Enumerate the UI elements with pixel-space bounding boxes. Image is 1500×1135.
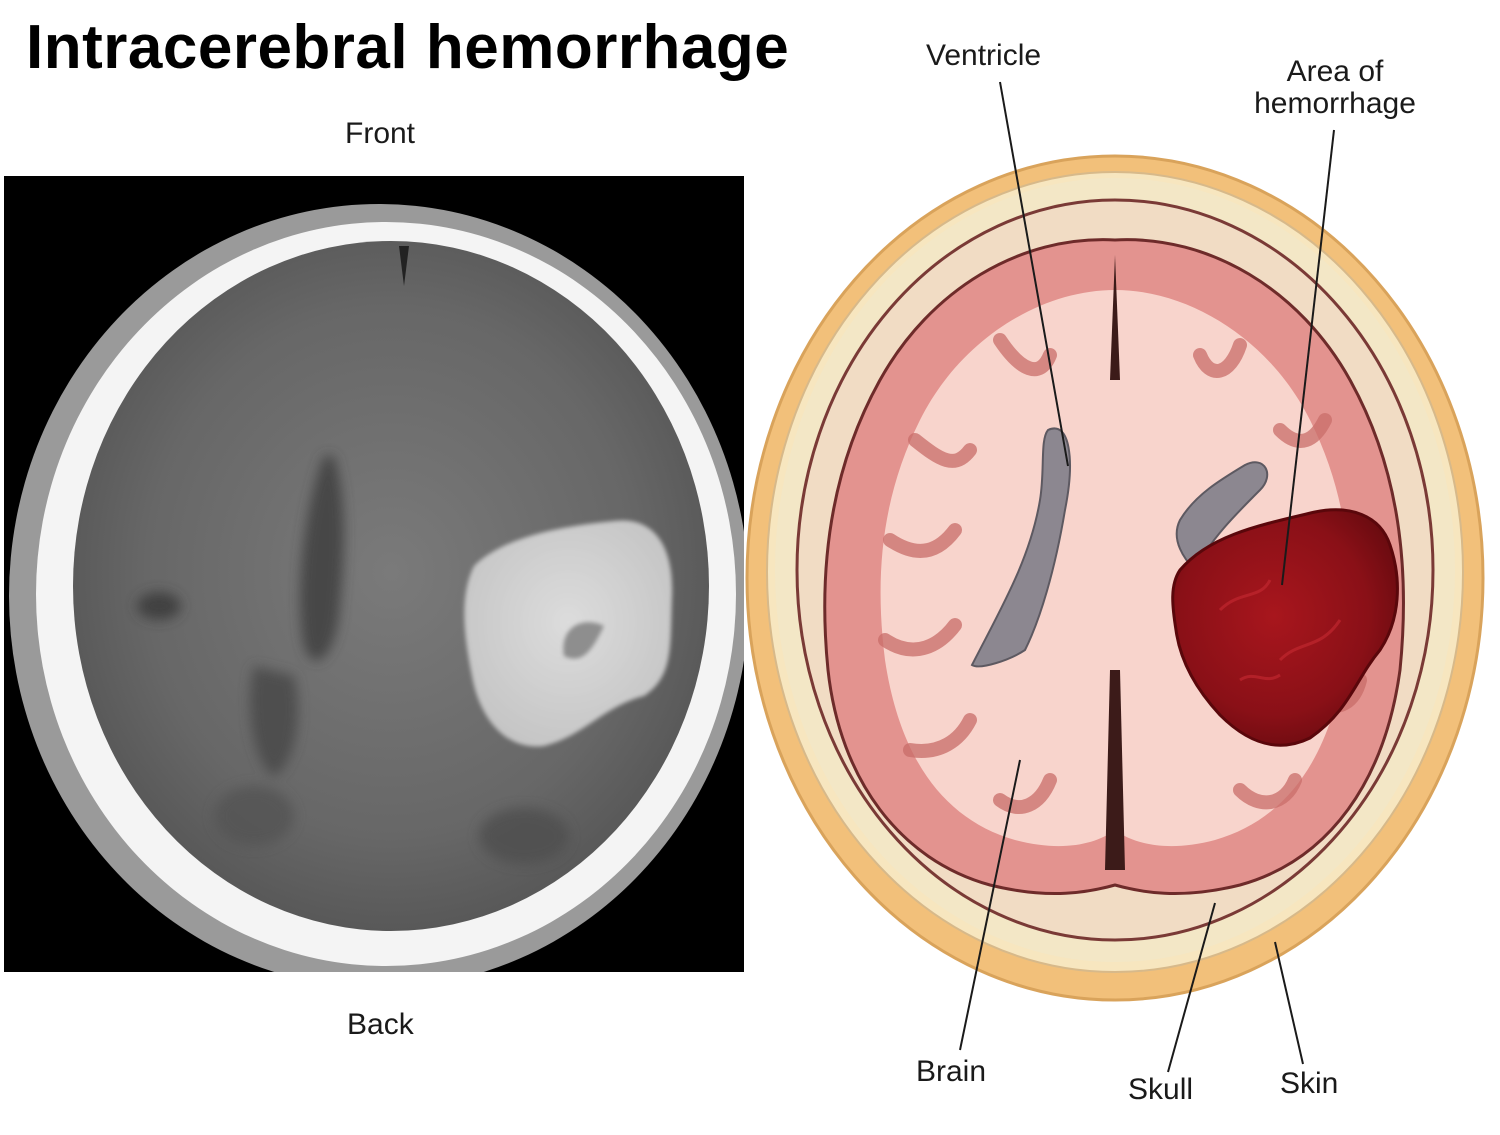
illus-ventricle-left: [970, 427, 1071, 668]
ct-brain: [73, 241, 709, 931]
ct-back-label: Back: [347, 1008, 414, 1041]
brain-illustration: [740, 140, 1500, 1130]
hemorrhage-label: Area of hemorrhage: [1240, 56, 1430, 120]
hemorrhage-label-line1: Area of: [1286, 55, 1384, 88]
brain-label: Brain: [916, 1055, 987, 1088]
page-title: Intracerebral hemorrhage: [26, 13, 790, 82]
ventricle-label: Ventricle: [926, 39, 1042, 72]
skull-label: Skull: [1128, 1073, 1194, 1106]
skin-label: Skin: [1280, 1067, 1339, 1100]
ct-front-label: Front: [345, 117, 416, 150]
hemorrhage-label-line2: hemorrhage: [1254, 87, 1416, 120]
ct-scan-image: [4, 176, 744, 972]
